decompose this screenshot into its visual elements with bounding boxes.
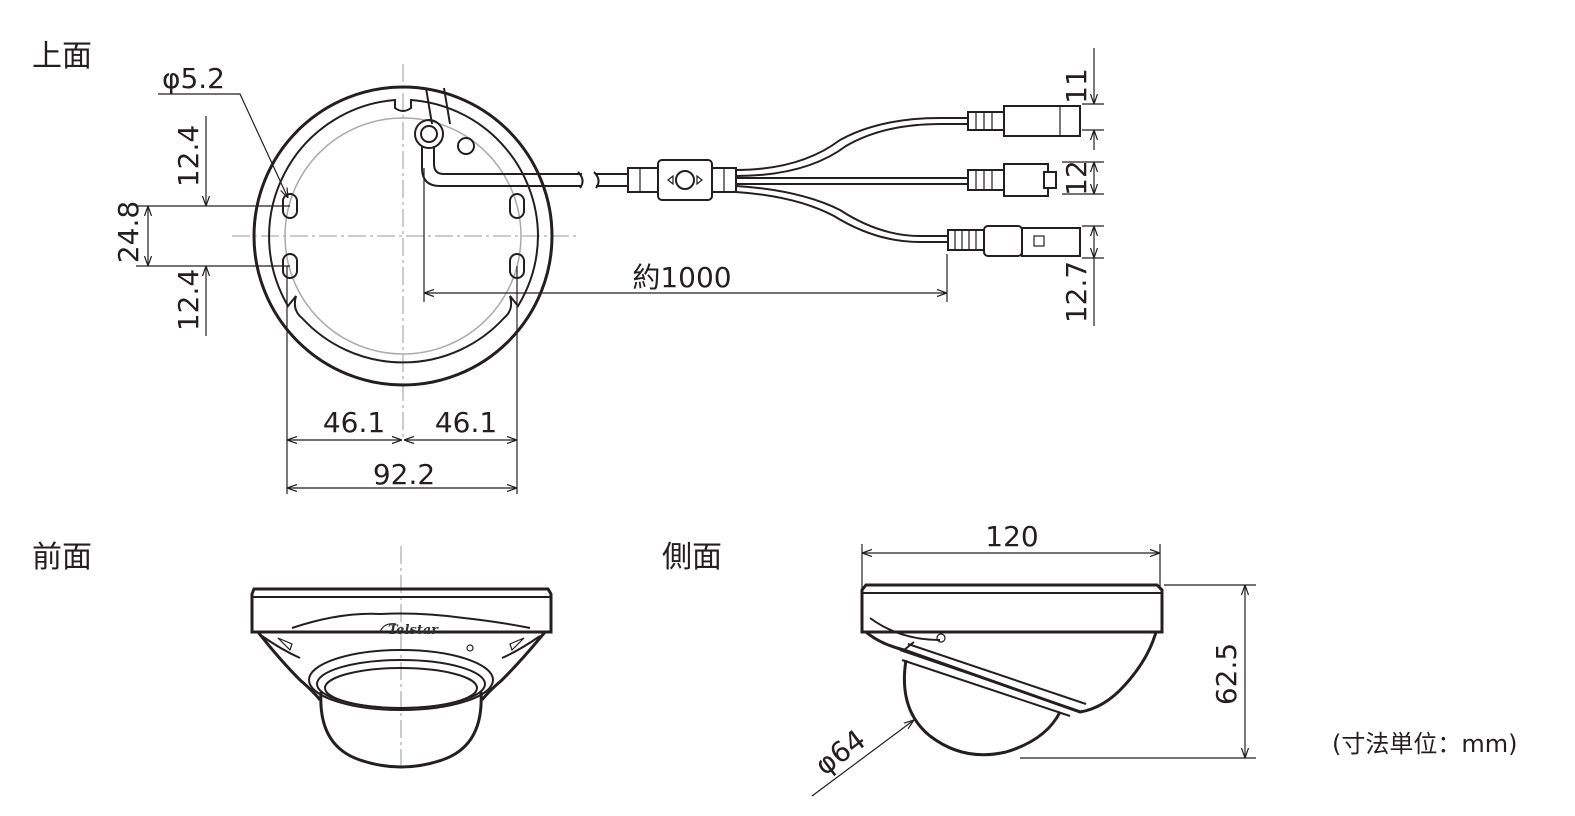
dim-dome-diameter: φ64	[809, 723, 872, 782]
top-small-hole	[457, 137, 475, 155]
front-bezel-inner	[324, 667, 478, 709]
front-housing-inner	[261, 635, 541, 659]
dim-side-height: 62.5	[1210, 643, 1243, 705]
cable-branch-upper	[735, 117, 968, 177]
dim-middle-spacing: 24.8	[112, 201, 145, 263]
mount-hole-upper-right	[509, 193, 525, 219]
side-housing-inner	[869, 617, 941, 651]
front-face-curve	[291, 612, 531, 629]
connector-lower-collar	[983, 225, 1023, 257]
junction-collar-left	[627, 167, 659, 193]
cable-grommet-outer	[414, 119, 444, 149]
front-dome	[319, 691, 483, 769]
dim-side-width: 120	[985, 520, 1038, 553]
dim-cable-length: 約1000	[632, 261, 731, 294]
junction-button	[675, 170, 695, 190]
top-view: 11 12 12.7 約1000 φ5.2 12.4 24.8 12.4 46.…	[112, 48, 1104, 494]
dim-lower-spacing: 12.4	[172, 269, 205, 331]
unit-note: (寸法単位：mm)	[1332, 730, 1517, 758]
cable-grommet-inner	[420, 125, 438, 143]
connector-middle-body	[1003, 163, 1049, 197]
front-bezel-outer	[308, 649, 494, 711]
connector-middle-ribs	[975, 170, 993, 190]
cable-branch-middle	[736, 177, 968, 185]
connector-upper-body	[1003, 105, 1081, 137]
connector-middle-strain	[967, 169, 1005, 191]
front-top-plate	[250, 587, 553, 634]
dim-left-half: 46.1	[323, 406, 385, 439]
junction-arrows	[667, 174, 703, 186]
front-view-label: 前面	[32, 540, 92, 575]
hole-leader	[158, 93, 288, 198]
top-outer-rim	[252, 85, 554, 387]
cable-break-left	[577, 171, 584, 189]
cable-bend	[421, 146, 582, 187]
junction-box	[657, 159, 713, 201]
cable-exit-guide	[425, 87, 451, 125]
connector-lower-strain	[947, 229, 985, 251]
connector-lower-ribs	[954, 230, 977, 250]
dim-conn-mid: 12	[1060, 160, 1093, 196]
front-vent-left	[277, 637, 293, 652]
side-view: 120 62.5 φ64	[809, 520, 1256, 797]
side-housing	[865, 630, 1158, 714]
cable-branch-lower	[735, 185, 948, 243]
dim-conn-bottom: 12.7	[1060, 261, 1093, 323]
front-housing	[256, 631, 547, 701]
side-bezel	[899, 643, 1087, 717]
dome-leader	[811, 720, 914, 797]
connector-upper-strain	[967, 111, 1005, 131]
front-view: Telstar	[250, 546, 553, 770]
front-brand-logo: Telstar	[388, 623, 439, 638]
top-hidden-circle	[284, 117, 522, 355]
dim-conn-top: 11	[1060, 68, 1093, 104]
side-view-label: 側面	[662, 540, 722, 575]
connector-lower-body	[1021, 227, 1081, 257]
dim-hole-diameter: φ5.2	[162, 62, 225, 95]
dim-upper-spacing: 12.4	[172, 125, 205, 187]
front-led	[466, 644, 474, 652]
top-inner-rim	[268, 98, 540, 364]
connector-lower-pin	[1033, 235, 1045, 247]
dim-right-half: 46.1	[435, 406, 497, 439]
front-brand-swoosh	[379, 623, 397, 633]
side-led	[936, 633, 946, 643]
front-vent-right	[509, 637, 525, 652]
cable-segment	[596, 173, 630, 187]
side-top-plate	[860, 583, 1164, 634]
top-view-label: 上面	[32, 39, 92, 74]
connector-upper-ribs	[975, 112, 993, 130]
connector-middle-tip	[1043, 171, 1057, 189]
side-dome	[902, 659, 1062, 757]
dim-total-width: 92.2	[373, 458, 435, 491]
